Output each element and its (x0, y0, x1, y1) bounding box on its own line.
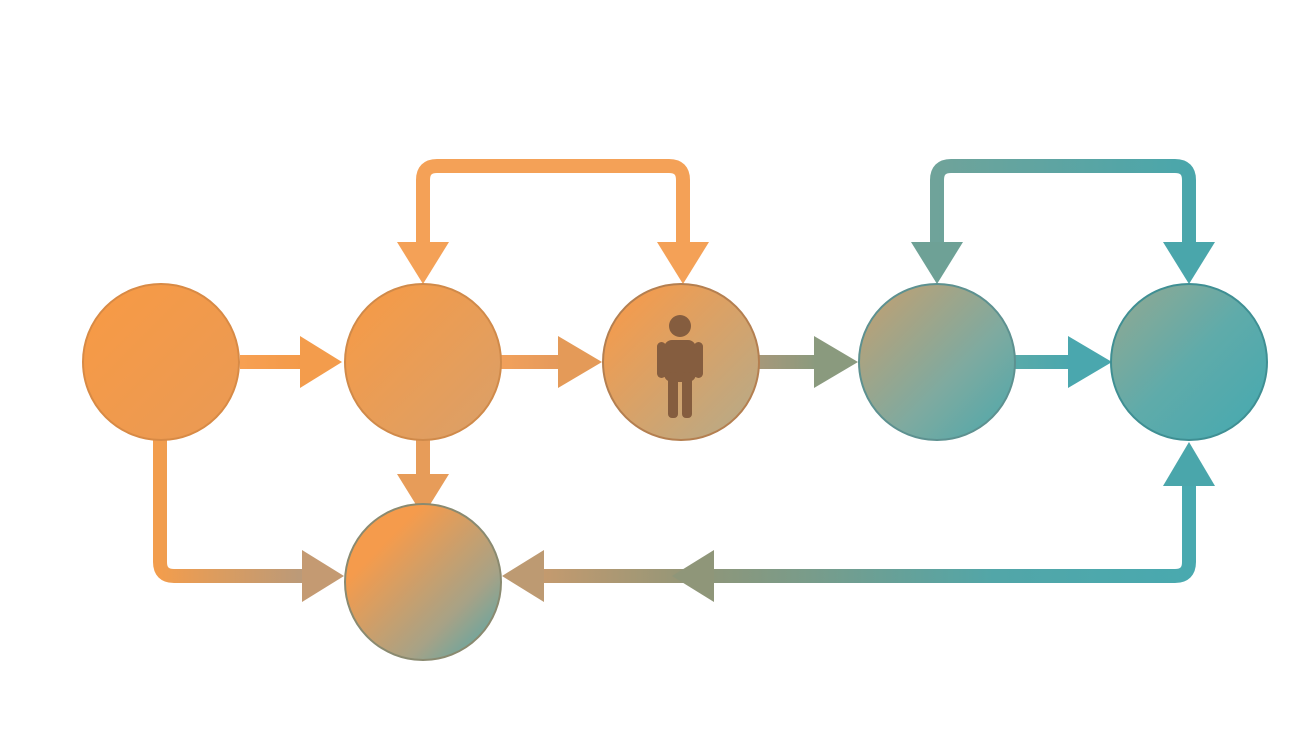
arrowhead (911, 242, 963, 284)
edge-n2-n6 (397, 440, 449, 516)
arrowhead (300, 336, 342, 388)
edge-n5-n6 (502, 442, 1215, 602)
node-1 (82, 283, 240, 441)
edge-loop-top-teal (911, 159, 1215, 284)
node-6 (344, 503, 502, 661)
edge-n1-n2 (240, 336, 342, 388)
node-2 (344, 283, 502, 441)
arrowhead (1163, 242, 1215, 284)
arrowhead (657, 242, 709, 284)
person-icon (657, 315, 703, 418)
arrowhead (397, 242, 449, 284)
edge-n3-n4 (758, 336, 858, 388)
arrowhead (558, 336, 602, 388)
edge-n2-n3 (500, 336, 602, 388)
edge-loop-top-orange (397, 159, 709, 284)
node-5 (1110, 283, 1268, 441)
arrowhead (302, 550, 344, 602)
arrowhead (1163, 442, 1215, 486)
node-4 (858, 283, 1016, 441)
edge-n1-n6 (153, 440, 344, 602)
edge-n4-n5 (1014, 336, 1112, 388)
arrowhead (672, 550, 714, 602)
arrowhead (1068, 336, 1112, 388)
arrowhead (502, 550, 544, 602)
arrowhead (814, 336, 858, 388)
arrowhead (397, 474, 449, 516)
